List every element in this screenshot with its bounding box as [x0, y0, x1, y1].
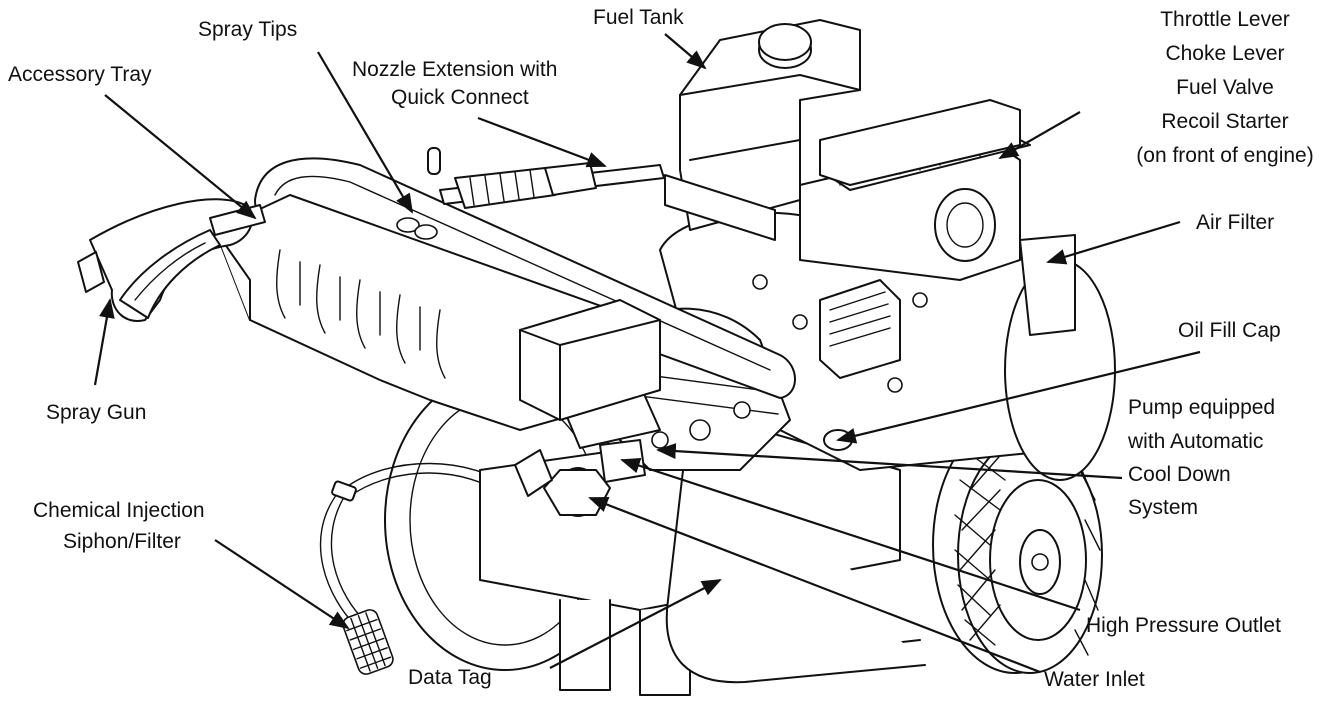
- leader-accessory-tray: [104, 94, 257, 220]
- nozzle-extension-drawing: [439, 162, 665, 209]
- label-high-pressure-outlet: High Pressure Outlet: [1086, 614, 1281, 637]
- spray-gun-drawing: [77, 198, 266, 322]
- label-fuel-valve: Fuel Valve: [1176, 76, 1274, 99]
- label-pump-line3: Cool Down: [1128, 463, 1231, 486]
- leader-nozzle-extension: [477, 116, 607, 168]
- label-nozzle-extension-line1: Nozzle Extension with: [352, 58, 557, 81]
- leader-spray-gun: [93, 298, 115, 386]
- leader-oil-fill-cap: [836, 350, 1201, 444]
- label-recoil-starter: Recoil Starter: [1161, 110, 1288, 133]
- front-wheel-drawing: [932, 416, 1103, 674]
- label-chemical-injection-line2: Siphon/Filter: [63, 530, 181, 553]
- leader-high-pressure-outlet: [620, 458, 1081, 612]
- label-data-tag: Data Tag: [408, 666, 492, 689]
- label-pump-line4: System: [1128, 496, 1198, 519]
- leader-data-tag: [549, 579, 722, 669]
- label-chemical-injection-line1: Chemical Injection: [33, 499, 205, 522]
- leader-spray-tips: [317, 51, 414, 214]
- label-choke-lever: Choke Lever: [1165, 42, 1284, 65]
- leader-pump: [656, 443, 1123, 480]
- pressure-washer-illustration: [77, 19, 1116, 696]
- fuel-tank-drawing: [664, 19, 861, 241]
- label-throttle-lever: Throttle Lever: [1160, 8, 1290, 31]
- label-oil-fill-cap: Oil Fill Cap: [1178, 319, 1281, 342]
- leader-fuel-tank: [664, 33, 707, 70]
- label-fuel-tank: Fuel Tank: [593, 6, 684, 29]
- label-accessory-tray: Accessory Tray: [8, 63, 152, 86]
- label-water-inlet: Water Inlet: [1044, 668, 1145, 691]
- leader-engine-controls: [998, 111, 1081, 159]
- label-spray-tips: Spray Tips: [198, 18, 297, 41]
- leader-lines: [93, 33, 1201, 674]
- leader-water-inlet: [588, 496, 1041, 674]
- label-nozzle-extension-line2: Quick Connect: [391, 86, 529, 109]
- label-air-filter: Air Filter: [1196, 211, 1274, 234]
- leader-chemical-injection: [214, 539, 350, 630]
- leader-air-filter: [1046, 220, 1181, 265]
- label-front-of-engine: (on front of engine): [1136, 144, 1313, 167]
- accessory-tray-drawing: [214, 147, 661, 431]
- callout-labels: Spray Tips Fuel Tank Accessory Tray Nozz…: [8, 6, 1314, 691]
- label-pump-line1: Pump equipped: [1128, 396, 1275, 419]
- label-spray-gun: Spray Gun: [46, 401, 146, 424]
- label-pump-line2: with Automatic: [1127, 430, 1263, 453]
